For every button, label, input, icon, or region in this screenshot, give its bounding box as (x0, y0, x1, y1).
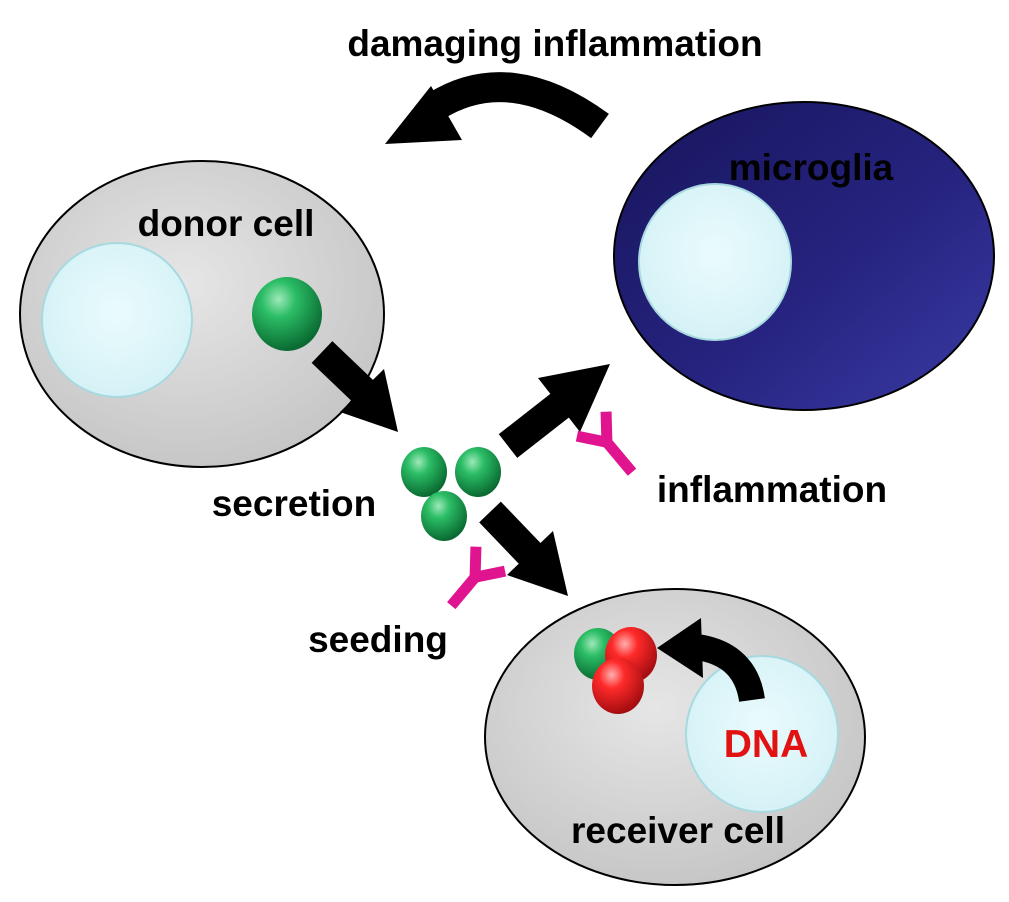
damaging-inflammation-arrow (385, 72, 609, 144)
secreted-protein-cluster (401, 447, 501, 541)
seeding-label: seeding (308, 619, 448, 660)
antibody-icon (447, 546, 507, 610)
protein-sphere-icon (455, 447, 501, 497)
microglia-nucleus (638, 183, 792, 341)
damaging-inflammation-label: damaging inflammation (347, 23, 762, 64)
secretion-arrow (311, 341, 398, 432)
misfolded-protein-icon (592, 658, 644, 714)
microglia-cell (613, 101, 995, 411)
protein-sphere-icon (401, 447, 447, 497)
secretion-label: secretion (212, 483, 377, 524)
antibody-icon (575, 411, 637, 476)
donor-protein-icon (252, 277, 322, 351)
dna-label: DNA (724, 723, 809, 766)
seeding-arrow (479, 501, 568, 596)
receiver-nucleus (685, 655, 839, 813)
to-microglia-arrow (498, 364, 610, 458)
donor-cell-label: donor cell (138, 203, 315, 244)
inflammation-label: inflammation (657, 469, 887, 510)
donor-cell (19, 160, 385, 468)
receiver-cell (484, 588, 866, 886)
donor-nucleus (41, 242, 193, 398)
dna-expression-arrow (657, 618, 765, 703)
microglia-label: microglia (729, 147, 894, 188)
receiver-cell-label: receiver cell (571, 810, 785, 851)
protein-sphere-icon (421, 491, 467, 541)
